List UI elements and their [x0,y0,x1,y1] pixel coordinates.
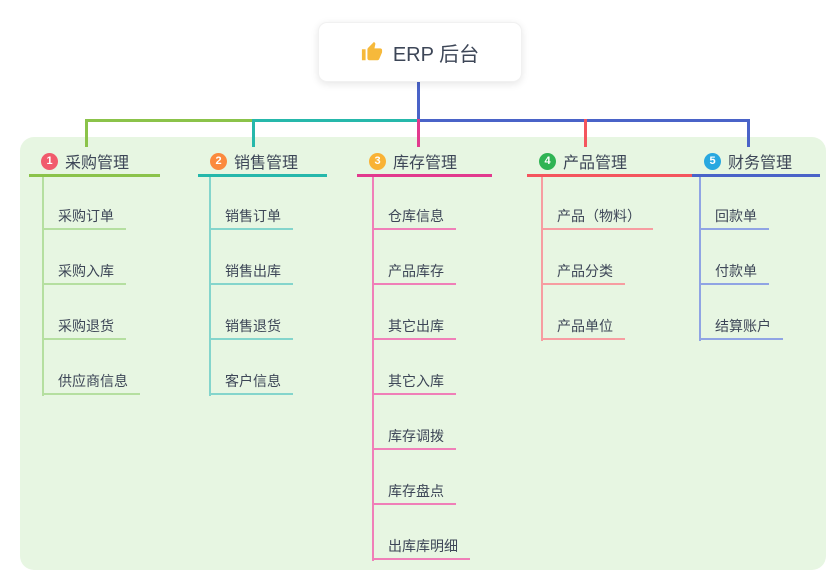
branch-2-number-badge: 2 [210,152,227,170]
child-node[interactable]: 库存盘点 [372,479,456,505]
child-node[interactable]: 其它出库 [372,314,456,340]
child-node[interactable]: 销售出库 [209,259,293,285]
connector-drop-4 [584,119,587,147]
child-node[interactable]: 其它入库 [372,369,456,395]
branch-node-4[interactable]: 4 产品管理 [527,148,695,177]
branch-1-number-badge: 1 [41,152,58,170]
child-node[interactable]: 付款单 [699,259,769,285]
child-node[interactable]: 仓库信息 [372,204,456,230]
branch-4-label: 产品管理 [563,155,628,172]
child-node[interactable]: 销售退货 [209,314,293,340]
child-node[interactable]: 结算账户 [699,314,783,340]
branch-3-number-badge: 3 [369,152,386,170]
background-panel [20,137,826,570]
child-node[interactable]: 供应商信息 [42,369,140,395]
child-node[interactable]: 产品分类 [541,259,625,285]
branch-2-trunk-line [209,177,211,396]
connector-drop-5 [747,119,750,147]
branch-node-1[interactable]: 1 采购管理 [29,148,160,177]
child-node[interactable]: 产品（物料） [541,204,653,230]
child-node[interactable]: 销售订单 [209,204,293,230]
connector-drop-3 [417,119,420,147]
child-node[interactable]: 采购入库 [42,259,126,285]
thumbs-up-icon [361,41,383,63]
branch-2-label: 销售管理 [234,155,299,172]
root-stem-connector [417,82,420,122]
child-node[interactable]: 回款单 [699,204,769,230]
child-node[interactable]: 采购退货 [42,314,126,340]
branch-node-5[interactable]: 5 财务管理 [692,148,820,177]
connector-drop-1 [85,119,88,147]
connector-segment-mid [252,119,417,122]
branch-node-2[interactable]: 2 销售管理 [198,148,327,177]
child-node[interactable]: 产品单位 [541,314,625,340]
child-node[interactable]: 产品库存 [372,259,456,285]
branch-5-trunk-line [699,177,701,341]
child-node[interactable]: 出库库明细 [372,534,470,560]
branch-1-label: 采购管理 [65,155,130,172]
branch-3-label: 库存管理 [393,155,458,172]
connector-segment-right [417,119,750,122]
branch-4-trunk-line [541,177,543,341]
root-node[interactable]: ERP 后台 [318,22,522,82]
root-label: ERP 后台 [392,43,480,66]
connector-drop-2 [252,119,255,147]
branch-5-number-badge: 5 [704,152,721,170]
branch-4-number-badge: 4 [539,152,556,170]
branch-5-label: 财务管理 [728,155,793,172]
branch-node-3[interactable]: 3 库存管理 [357,148,492,177]
branch-1-trunk-line [42,177,44,396]
branch-3-trunk-line [372,177,374,561]
child-node[interactable]: 采购订单 [42,204,126,230]
child-node[interactable]: 客户信息 [209,369,293,395]
child-node[interactable]: 库存调拨 [372,424,456,450]
connector-segment-left [85,119,252,122]
